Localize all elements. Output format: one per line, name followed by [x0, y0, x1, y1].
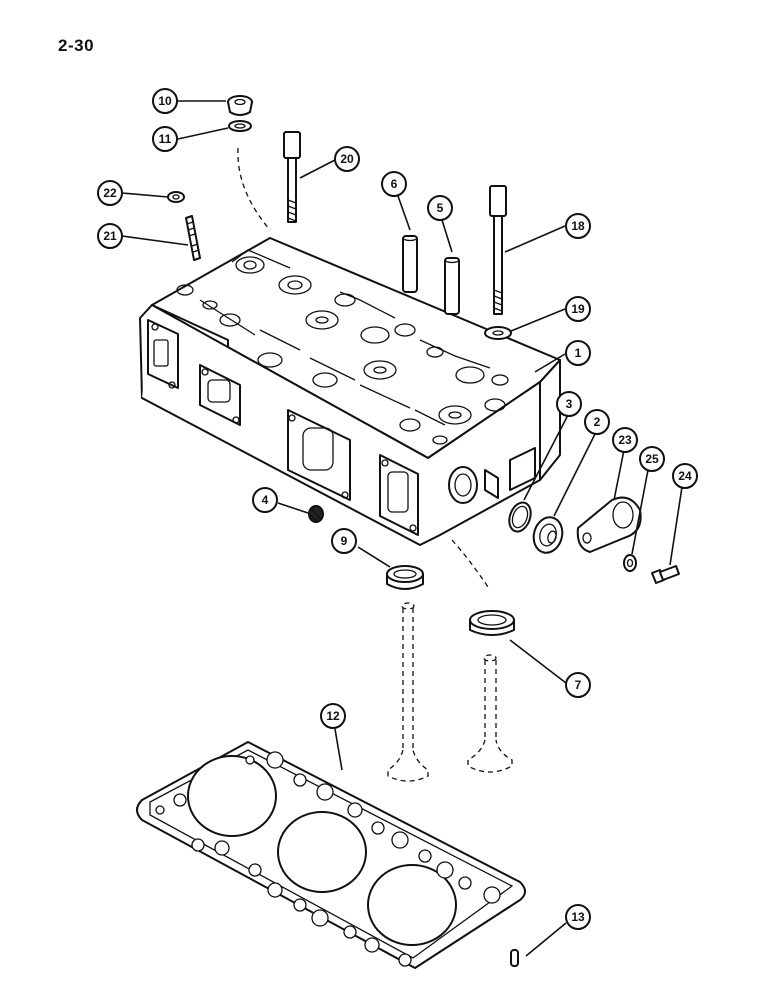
svg-text:7: 7 [575, 678, 582, 692]
valve-exhaust [467, 654, 513, 773]
valve-intake [387, 602, 429, 782]
callout-3: 3 [556, 391, 582, 417]
callout-22: 22 [97, 180, 123, 206]
svg-text:2: 2 [594, 415, 601, 429]
svg-text:10: 10 [158, 94, 172, 108]
part-20-bolt [283, 131, 301, 223]
part-24-bolt [651, 565, 680, 584]
part-10-plug [227, 95, 253, 116]
callout-21: 21 [97, 223, 123, 249]
part-13-dowel-pin [510, 949, 519, 967]
svg-text:13: 13 [571, 910, 585, 924]
part-12-head-gasket [136, 741, 526, 969]
part-4-plug [308, 505, 324, 523]
callout-23: 23 [612, 427, 638, 453]
callout-25: 25 [639, 446, 665, 472]
svg-text:21: 21 [103, 229, 117, 243]
callout-19: 19 [565, 296, 591, 322]
callout-2: 2 [584, 409, 610, 435]
svg-text:18: 18 [571, 219, 585, 233]
part-25-washer [623, 554, 637, 572]
leader-lines [121, 100, 683, 957]
svg-text:5: 5 [437, 201, 444, 215]
part-18-bolt [489, 185, 507, 315]
part-21-stud [185, 215, 201, 261]
part-6-valve-guide [402, 234, 418, 293]
callout-18: 18 [565, 213, 591, 239]
svg-text:9: 9 [341, 534, 348, 548]
callout-24: 24 [672, 463, 698, 489]
part-11-washer [228, 120, 252, 132]
svg-text:3: 3 [566, 397, 573, 411]
svg-text:6: 6 [391, 177, 398, 191]
page-number: 2-30 [58, 36, 95, 55]
callout-7: 7 [565, 672, 591, 698]
assembly-line-10 [237, 147, 271, 231]
part-23-bracket [576, 496, 642, 553]
cylinder-head [139, 237, 561, 546]
svg-text:25: 25 [645, 452, 659, 466]
part-2-plug [532, 516, 564, 554]
svg-text:11: 11 [159, 132, 172, 146]
callout-10: 10 [152, 88, 178, 114]
callout-6: 6 [381, 171, 407, 197]
callout-13: 13 [565, 904, 591, 930]
part-9-valve-seat-insert [386, 565, 424, 590]
callout-11: 11 [152, 126, 178, 152]
callout-1: 1 [565, 340, 591, 366]
part-22-nut [167, 191, 185, 203]
svg-text:23: 23 [618, 433, 632, 447]
assembly-line-7 [451, 539, 491, 591]
part-7-valve-seat-insert [469, 610, 515, 636]
part-19-washer [484, 326, 512, 340]
callout-20: 20 [334, 146, 360, 172]
callout-9: 9 [331, 528, 357, 554]
svg-text:12: 12 [326, 709, 340, 723]
svg-text:1: 1 [575, 346, 582, 360]
svg-text:24: 24 [678, 469, 692, 483]
callout-4: 4 [252, 487, 278, 513]
svg-text:20: 20 [340, 152, 354, 166]
part-3-o-ring [508, 501, 532, 533]
callout-5: 5 [427, 195, 453, 221]
svg-text:19: 19 [571, 302, 585, 316]
svg-text:4: 4 [262, 493, 269, 507]
svg-text:22: 22 [103, 186, 117, 200]
part-5-valve-guide [444, 256, 460, 315]
callout-12: 12 [320, 703, 346, 729]
